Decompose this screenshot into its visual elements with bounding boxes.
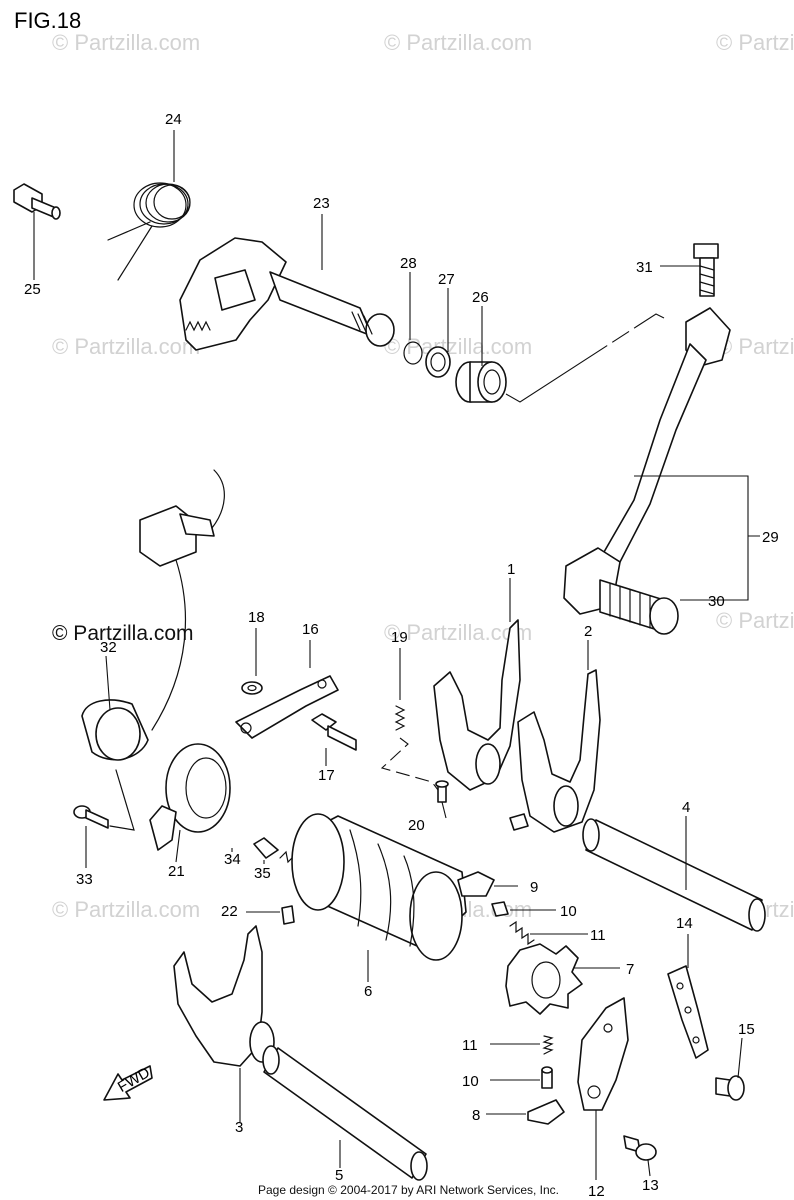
part-29-gearshift-lever bbox=[563, 307, 731, 615]
part-6-gearshift-cam bbox=[291, 813, 467, 961]
watermark-main: © Partzilla.com bbox=[52, 622, 194, 645]
callout-2: 2 bbox=[584, 623, 592, 640]
callout-20: 20 bbox=[408, 817, 425, 834]
callout-27: 27 bbox=[438, 271, 455, 288]
callout-11-upper: 11 bbox=[590, 927, 606, 944]
part-18-washer bbox=[241, 681, 263, 695]
watermark: © Partzilla.com bbox=[52, 334, 200, 359]
part-31-bolt bbox=[693, 243, 719, 297]
callout-5: 5 bbox=[335, 1167, 343, 1184]
callout-26: 26 bbox=[472, 289, 489, 306]
watermark: © Partzilla.com bbox=[716, 608, 794, 633]
callout-11-lower: 11 bbox=[462, 1037, 478, 1054]
part-32-gear-position-switch bbox=[81, 469, 225, 831]
callout-17: 17 bbox=[318, 767, 335, 784]
callout-23: 23 bbox=[313, 195, 330, 212]
part-3-shift-fork bbox=[173, 925, 275, 1067]
footer-copyright: Page design © 2004-2017 by ARI Network S… bbox=[258, 1183, 559, 1197]
callout-24: 24 bbox=[165, 111, 182, 128]
part-1-shift-fork bbox=[433, 619, 521, 791]
watermark: © Partzilla.com bbox=[52, 897, 200, 922]
callout-29: 29 bbox=[762, 529, 779, 546]
callout-4: 4 bbox=[682, 799, 690, 816]
callout-7: 7 bbox=[626, 961, 634, 978]
watermark: © Partzilla.com bbox=[716, 334, 794, 359]
part-22-pin bbox=[281, 905, 295, 925]
callout-10-lower: 10 bbox=[462, 1073, 479, 1090]
part-23-gearshift-shaft bbox=[179, 237, 395, 351]
callout-32: 32 bbox=[100, 639, 117, 656]
watermark: © Partzilla.com bbox=[384, 30, 532, 55]
callout-14: 14 bbox=[676, 915, 693, 932]
part-4-fork-shaft bbox=[582, 818, 766, 932]
part-19-spring bbox=[394, 705, 406, 731]
part-25-bolt bbox=[13, 183, 61, 220]
part-12-pawl-lifter bbox=[577, 997, 629, 1111]
part-21-cam-guide bbox=[149, 743, 231, 851]
callout-16: 16 bbox=[302, 621, 319, 638]
callout-18: 18 bbox=[248, 609, 265, 626]
callout-30: 30 bbox=[708, 593, 725, 610]
watermark: © Partzilla.com bbox=[384, 334, 532, 359]
callout-31: 31 bbox=[636, 259, 653, 276]
callout-1: 1 bbox=[507, 561, 515, 578]
part-33-screw bbox=[73, 805, 109, 829]
part-7-cam-driven-gear bbox=[505, 943, 583, 1015]
part-20-pin bbox=[435, 780, 449, 803]
part-10-pin-lower bbox=[541, 1066, 553, 1089]
part-11-spring-lower bbox=[542, 1035, 554, 1055]
callout-25: 25 bbox=[24, 281, 41, 298]
callout-12: 12 bbox=[588, 1183, 605, 1200]
part-13-screw bbox=[623, 1135, 657, 1161]
callout-19: 19 bbox=[391, 629, 408, 646]
watermark: © Partzilla.com bbox=[52, 30, 200, 55]
part-24-spring bbox=[107, 182, 191, 281]
callout-9: 9 bbox=[530, 879, 538, 896]
part-14-plate bbox=[667, 965, 709, 1059]
fwd-arrow-icon: FWD bbox=[103, 1064, 153, 1101]
part-9-pin bbox=[457, 871, 495, 897]
callout-33: 33 bbox=[76, 871, 93, 888]
part-27-washer bbox=[425, 346, 451, 378]
part-17-bolt bbox=[311, 713, 357, 751]
callout-8: 8 bbox=[472, 1107, 480, 1124]
part-2-shift-fork bbox=[509, 669, 601, 833]
callout-15: 15 bbox=[738, 1021, 755, 1038]
part-28-circlip bbox=[403, 341, 423, 365]
part-15-screw bbox=[715, 1075, 745, 1101]
part-30-footpeg-rubber bbox=[599, 579, 679, 635]
leader-lines bbox=[33, 130, 760, 1180]
callout-34: 34 bbox=[224, 851, 241, 868]
part-11-spring-upper bbox=[509, 920, 535, 946]
figure-label: FIG.18 bbox=[14, 8, 81, 33]
callout-21: 21 bbox=[168, 863, 185, 880]
callout-13: 13 bbox=[642, 1177, 659, 1194]
part-5-fork-shaft bbox=[262, 1045, 428, 1181]
part-10-pin-upper bbox=[491, 901, 509, 917]
part-16-stopper-plate bbox=[235, 675, 339, 739]
callout-35: 35 bbox=[254, 865, 271, 882]
part-34-pin bbox=[253, 837, 279, 859]
callout-10-upper: 10 bbox=[560, 903, 577, 920]
callout-28: 28 bbox=[400, 255, 417, 272]
callout-labels: 1 2 3 4 5 6 7 8 9 10 10 11 11 12 13 14 1… bbox=[24, 111, 779, 1200]
callout-6: 6 bbox=[364, 983, 372, 1000]
part-26-bearing bbox=[455, 361, 507, 403]
watermark: © Partzilla.com bbox=[716, 30, 794, 55]
callout-3: 3 bbox=[235, 1119, 243, 1136]
part-8-pawl bbox=[527, 1099, 565, 1125]
callout-22: 22 bbox=[221, 903, 238, 920]
